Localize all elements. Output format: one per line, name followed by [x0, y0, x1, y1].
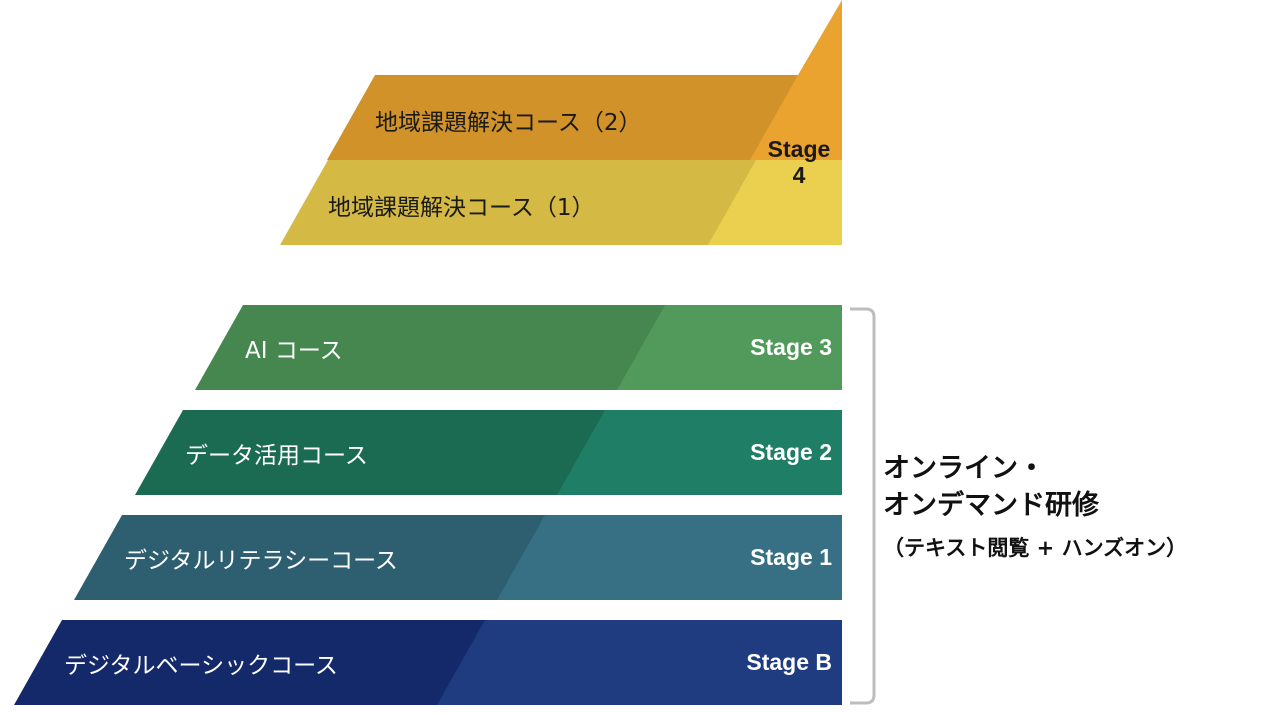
side-note-sub: （テキスト閲覧 + ハンズオン） — [883, 536, 1188, 560]
course-band-stage4-2[interactable]: 地域課題解決コース（1） — [280, 160, 842, 245]
side-note-line2: オンデマンド研修 — [883, 490, 1099, 521]
course-label: AI コース — [245, 338, 343, 364]
stage-label: Stage B — [746, 649, 832, 675]
course-band-stage-1[interactable]: デジタルリテラシーコース Stage 1 — [74, 515, 842, 600]
course-label: データ活用コース — [185, 443, 368, 469]
side-note: オンライン・ オンデマンド研修 （テキスト閲覧 + ハンズオン） — [883, 450, 1187, 562]
stage4-peak — [798, 0, 842, 75]
band-accent — [750, 75, 842, 160]
course-band-stage4-1[interactable]: 地域課題解決コース（2） — [327, 75, 842, 160]
course-label: デジタルリテラシーコース — [124, 548, 398, 574]
stage-label: Stage 3 — [750, 334, 832, 360]
band-accent — [617, 305, 842, 390]
band-main — [280, 160, 842, 245]
band-accent — [437, 620, 842, 705]
stage4-label-line1: Stage — [768, 136, 831, 162]
stage4-label-line2: 4 — [793, 162, 806, 188]
course-band-stage-b[interactable]: デジタルベーシックコース Stage B — [14, 620, 842, 705]
bracket — [850, 307, 876, 705]
band-accent — [708, 160, 842, 245]
band-main — [327, 75, 842, 160]
stage-label: Stage 1 — [750, 544, 832, 570]
course-label: 地域課題解決コース（2） — [375, 110, 641, 136]
course-band-stage-3[interactable]: AI コース Stage 3 — [195, 305, 842, 390]
band-accent — [557, 410, 842, 495]
course-label: 地域課題解決コース（1） — [328, 195, 594, 221]
stage-label: Stage 2 — [750, 439, 832, 465]
side-note-line1: オンライン・ — [883, 453, 1045, 484]
course-band-stage-2[interactable]: データ活用コース Stage 2 — [135, 410, 842, 495]
course-label: デジタルベーシックコース — [64, 653, 338, 679]
band-accent — [497, 515, 842, 600]
